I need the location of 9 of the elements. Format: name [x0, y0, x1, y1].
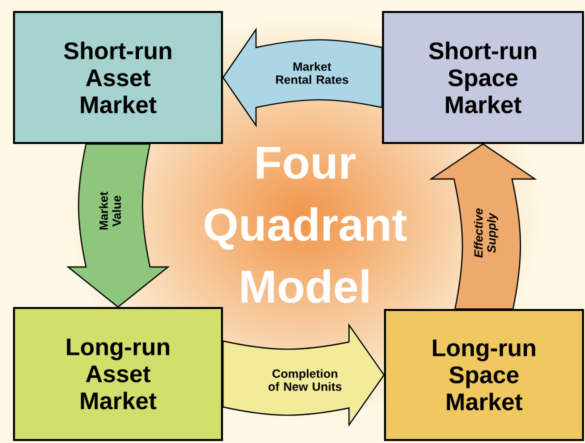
edge-label: Market Rental Rates: [271, 61, 353, 85]
edge-label: Effective Supply: [472, 197, 500, 269]
market-box: Short-run Asset Market: [13, 11, 223, 144]
edge-label: Completion of New Units: [264, 368, 346, 392]
edge-label: Market Value: [98, 174, 122, 247]
market-box: Long-run Space Market: [384, 308, 584, 441]
title: Four Quadrant Model: [204, 146, 407, 304]
market-box: Long-run Asset Market: [13, 306, 223, 441]
market-box: Short-run Space Market: [382, 11, 584, 144]
